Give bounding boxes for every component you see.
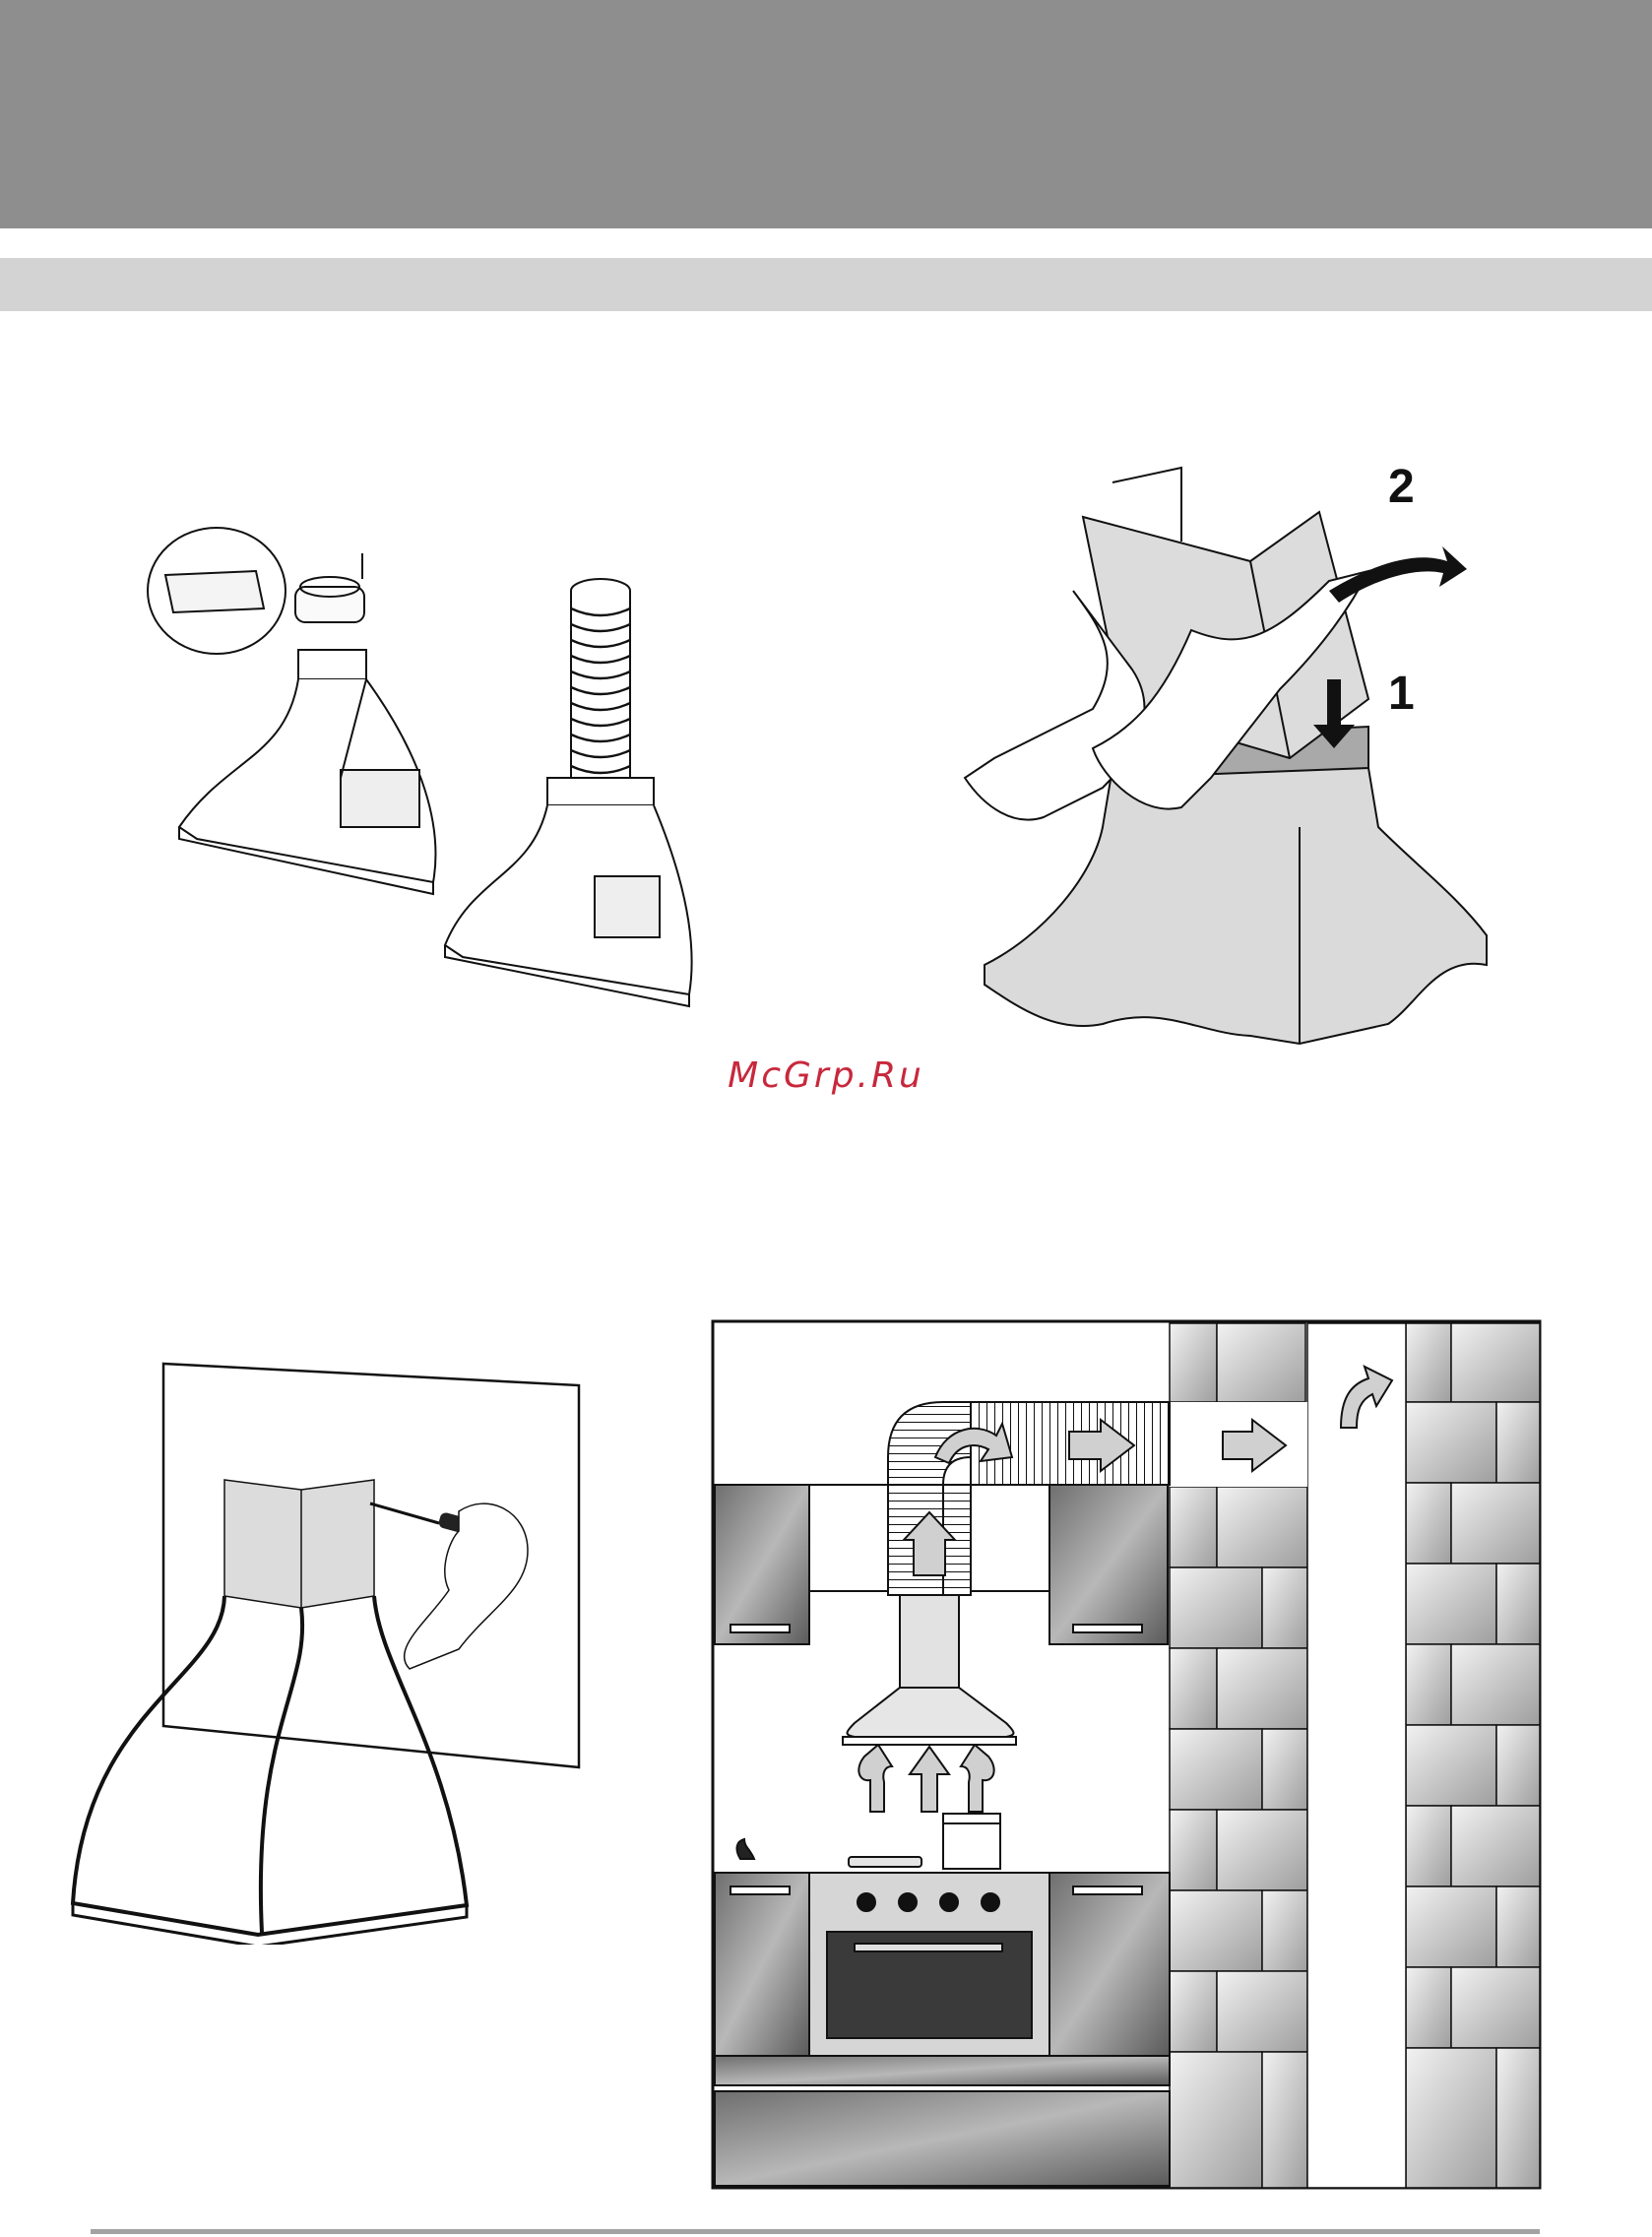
header-band — [0, 0, 1652, 228]
oven — [809, 1873, 1049, 2056]
subheader-band — [0, 258, 1652, 311]
step-label-2: 2 — [1388, 461, 1415, 513]
footer-rule — [91, 2229, 1540, 2234]
arrow-2 — [1329, 546, 1467, 603]
chimney-upper — [224, 1480, 374, 1608]
figure-kitchen-duct — [711, 1319, 1544, 2192]
figure-chimney-screw — [65, 1354, 597, 1945]
wall-flue — [1307, 1323, 1406, 2188]
brick-wall-outer — [1406, 1323, 1540, 2188]
watermark: McGrp.Ru — [0, 1055, 1652, 1096]
figure-hood-adapter — [138, 502, 748, 1014]
figure-chimney-install: 2 1 — [955, 453, 1506, 1063]
step-label-1: 1 — [1388, 668, 1415, 720]
